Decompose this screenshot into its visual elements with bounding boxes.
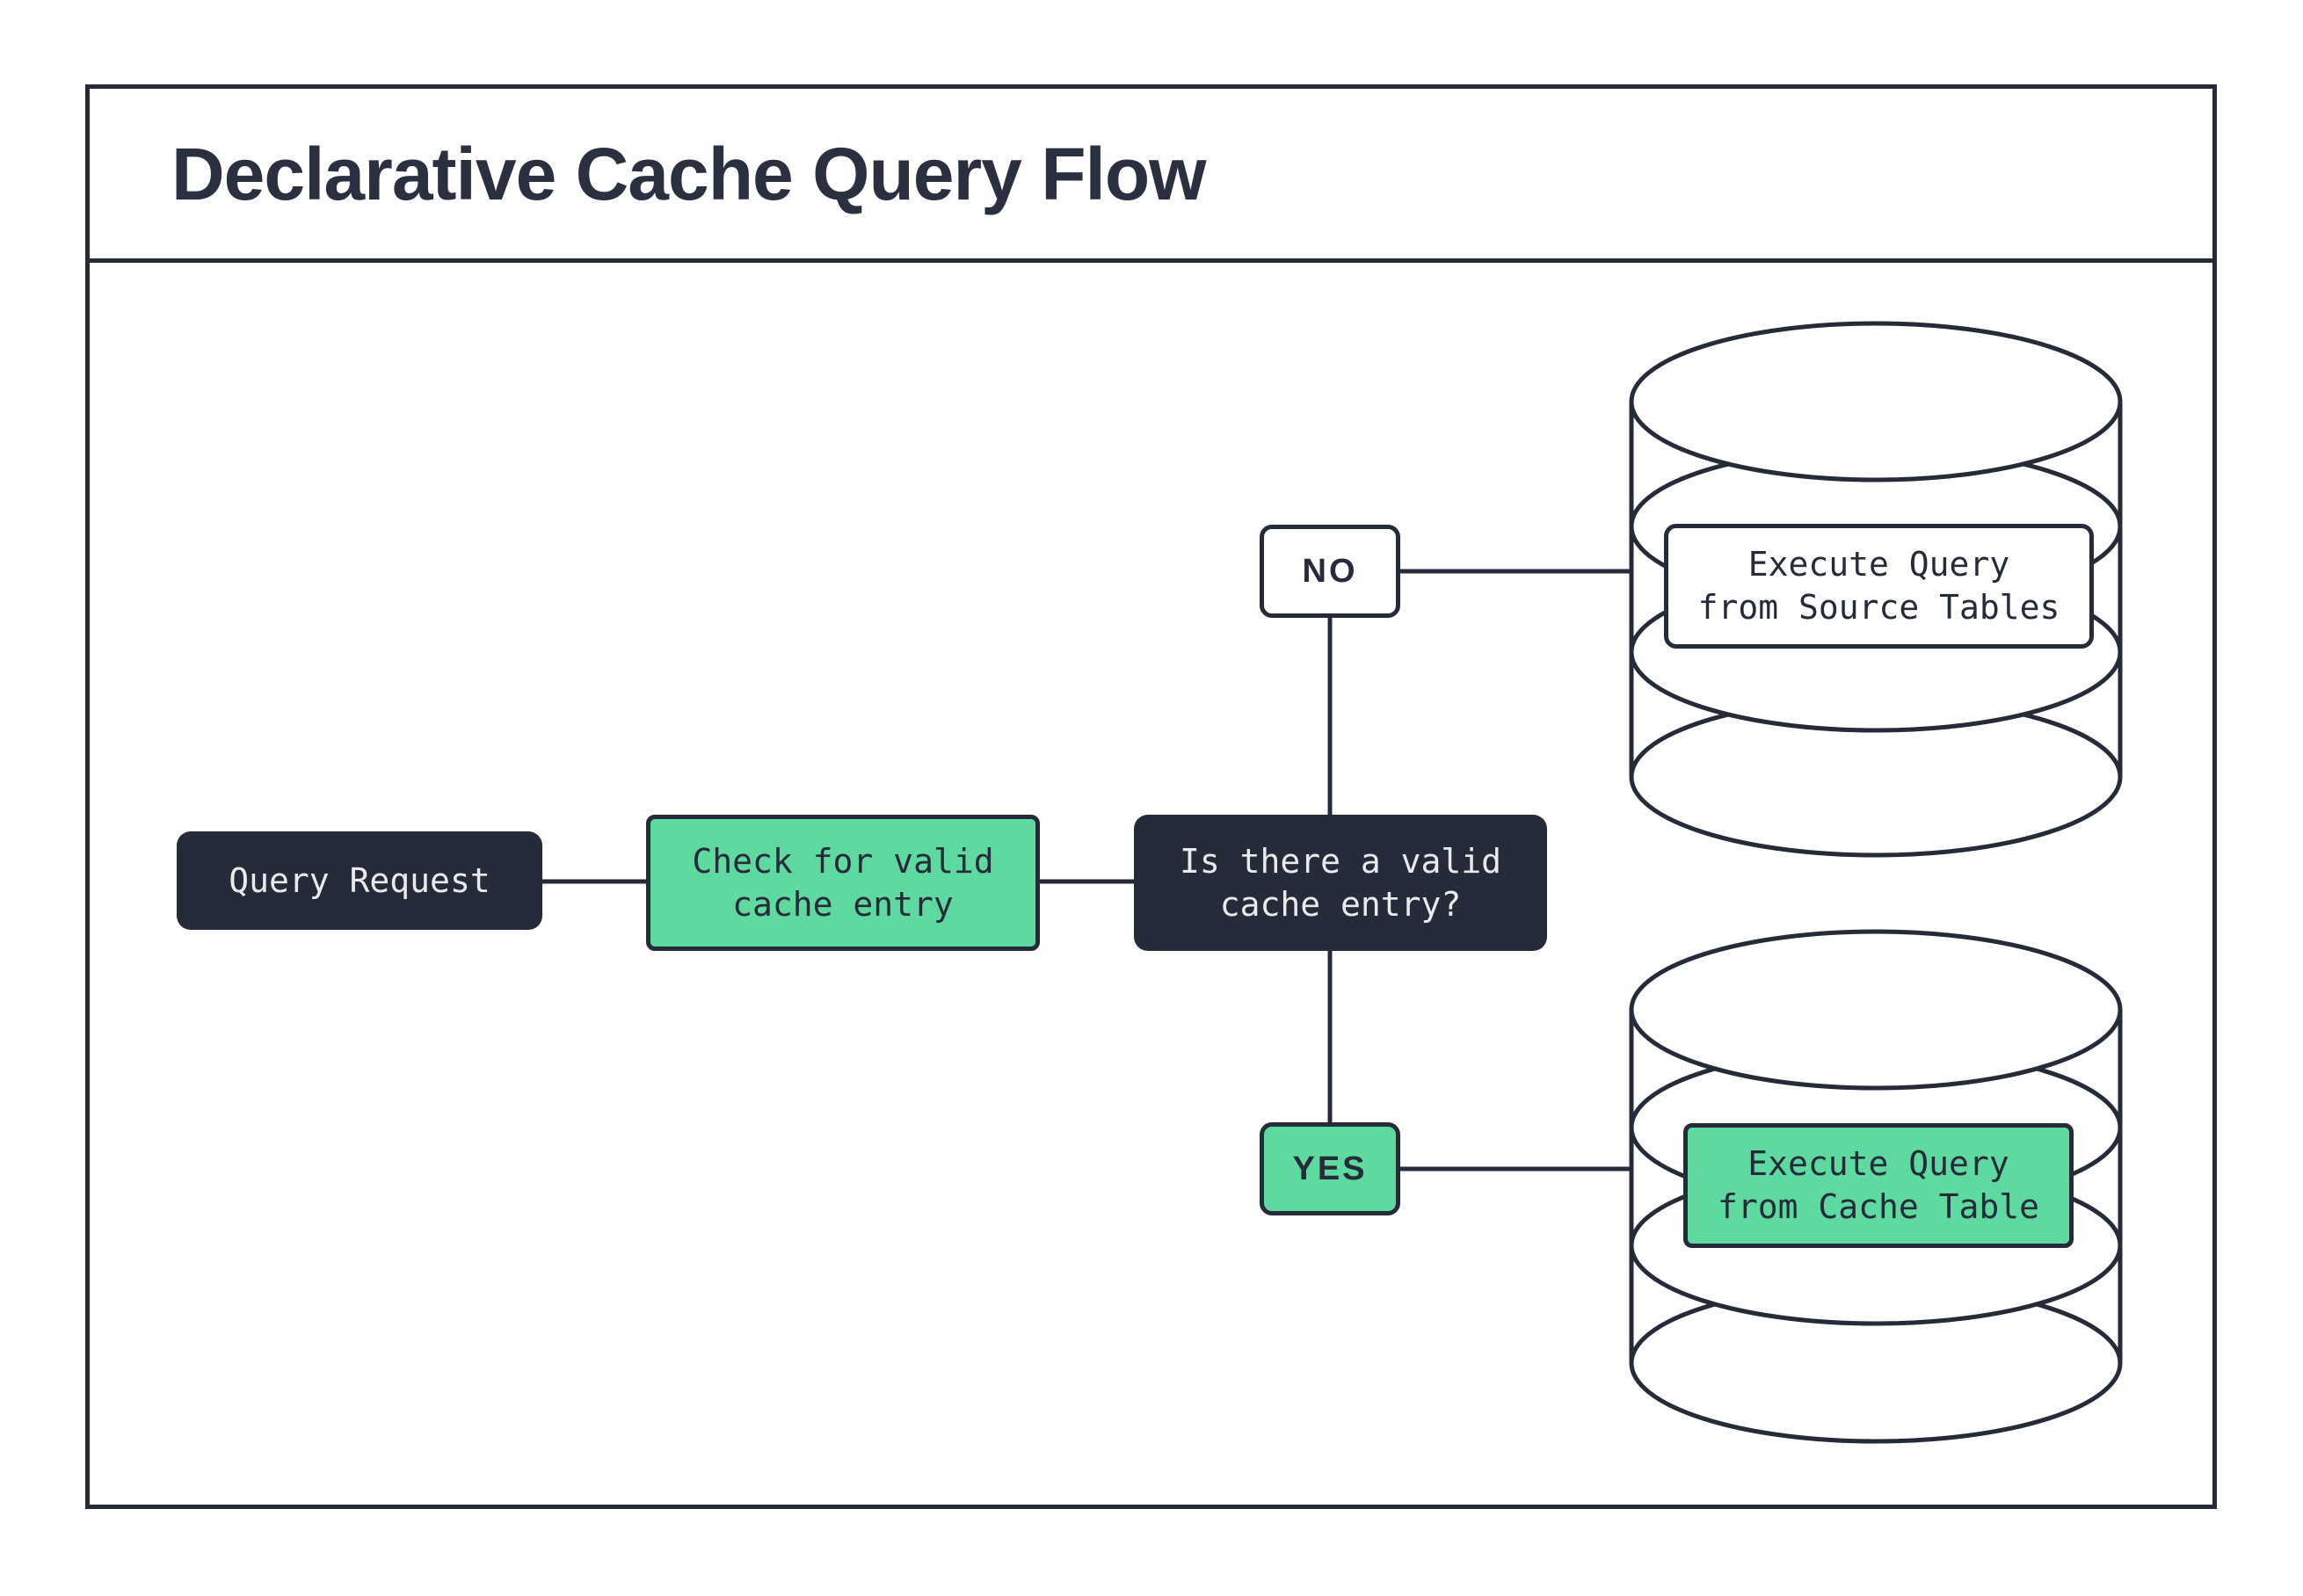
node-decision-valid-cache: Is there a valid cache entry?: [1134, 815, 1547, 951]
diagram-frame: [85, 84, 2217, 1509]
node-execute-cache-table: Execute Query from Cache Table: [1683, 1123, 2074, 1248]
title-divider: [85, 258, 2217, 263]
node-query-request-label: Query Request: [229, 860, 490, 900]
title-band: Declarative Cache Query Flow: [171, 89, 1207, 260]
node-execute-source-label: Execute Query from Source Tables: [1697, 545, 2060, 627]
node-check-cache-label: Check for valid cache entry: [692, 841, 994, 924]
branch-yes-label: YES: [1292, 1150, 1368, 1187]
node-execute-source-tables: Execute Query from Source Tables: [1664, 524, 2094, 649]
branch-yes-badge: YES: [1260, 1122, 1400, 1215]
node-query-request: Query Request: [177, 831, 542, 930]
node-check-cache: Check for valid cache entry: [646, 815, 1040, 951]
page-title: Declarative Cache Query Flow: [171, 133, 1207, 215]
node-execute-cache-label: Execute Query from Cache Table: [1717, 1144, 2040, 1226]
node-decision-label: Is there a valid cache entry?: [1179, 841, 1502, 924]
branch-no-badge: NO: [1260, 525, 1400, 618]
branch-no-label: NO: [1302, 552, 1358, 590]
